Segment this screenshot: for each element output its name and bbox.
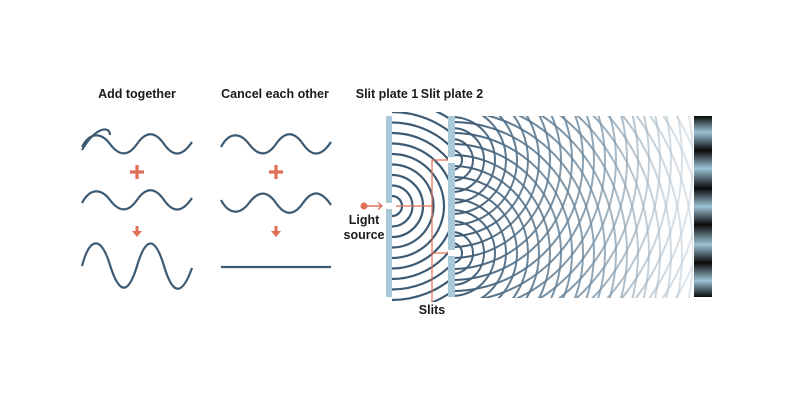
plus-icon <box>130 165 144 179</box>
wave-cancel-top <box>220 133 332 155</box>
wave-cancel-middle <box>220 192 332 214</box>
arrow-down-icon <box>271 226 281 237</box>
wavefronts-slit-lower <box>455 116 693 298</box>
label-slits: Slits <box>418 303 446 317</box>
wave-add-middle <box>81 189 193 211</box>
label-light-source-line2: source <box>343 228 385 242</box>
slit-plate-1 <box>386 116 392 297</box>
wavefronts-double-slit <box>455 116 693 298</box>
slit-plate-2 <box>448 116 455 297</box>
wave-add-result <box>80 242 194 290</box>
arrow-right-icon <box>364 201 384 211</box>
label-slit-plate-1: Slit plate 1 <box>355 87 419 101</box>
label-add-together: Add together <box>98 87 176 101</box>
wave-add-top <box>81 133 193 155</box>
label-light-source: Light source <box>344 213 385 243</box>
arrow-down-icon <box>132 226 142 237</box>
label-slit-plate-2: Slit plate 2 <box>420 87 484 101</box>
label-cancel-each-other: Cancel each other <box>221 87 329 101</box>
plus-icon <box>269 165 283 179</box>
slit-indicator-lines <box>396 159 448 302</box>
wave-add-1 <box>81 128 112 151</box>
detector-screen <box>694 116 712 297</box>
label-light-source-line1: Light <box>348 213 380 227</box>
